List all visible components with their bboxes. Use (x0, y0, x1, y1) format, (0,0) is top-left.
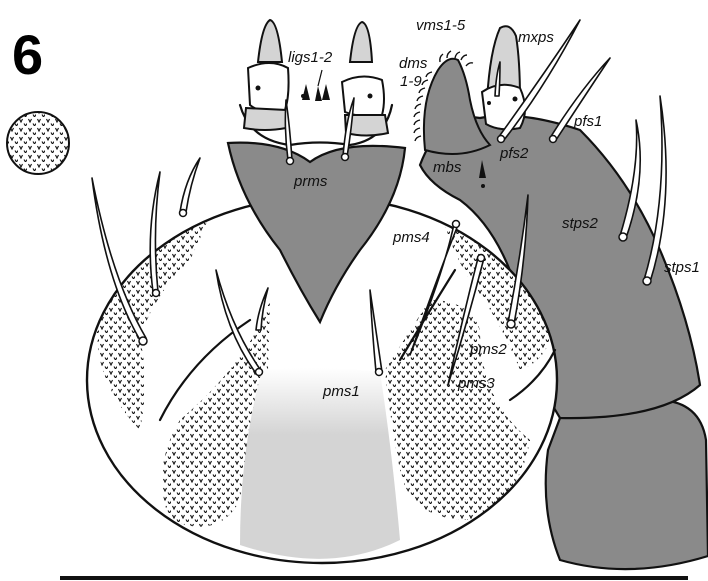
label-stps1: stps1 (664, 259, 700, 276)
label-pms1: pms1 (322, 383, 360, 400)
label-pms4: pms4 (392, 229, 430, 246)
spicule-detail-inset (7, 112, 69, 174)
label-pms3: pms3 (457, 375, 495, 392)
chelicera-left-tip (258, 20, 282, 62)
figure-number: 6 (12, 23, 43, 86)
seta-left-3 (180, 158, 200, 212)
label-prms: prms (293, 173, 328, 190)
label-mxps: mxps (518, 29, 554, 46)
palp-trochanter-segment (546, 400, 708, 569)
label-dms-line1: dms (399, 55, 428, 72)
maxillary-segment (482, 85, 525, 130)
label-pms2: pms2 (469, 341, 507, 358)
label-ligs: ligs1-2 (288, 49, 333, 66)
seta-prms-left (285, 100, 292, 160)
palp-digit (424, 59, 490, 154)
label-dms-line2: 1-9 (400, 73, 422, 90)
label-vms: vms1-5 (416, 17, 466, 34)
label-mbs: mbs (433, 159, 462, 176)
chelicera-left-lower (244, 108, 286, 130)
central-light-plate (240, 368, 400, 559)
label-pfs1: pfs1 (573, 113, 602, 130)
chelicera-right-base (342, 76, 384, 116)
label-stps2: stps2 (562, 215, 599, 232)
chelicera-left-base (248, 63, 289, 112)
label-pfs2: pfs2 (499, 145, 529, 162)
chelicera-right-tip (350, 22, 372, 62)
